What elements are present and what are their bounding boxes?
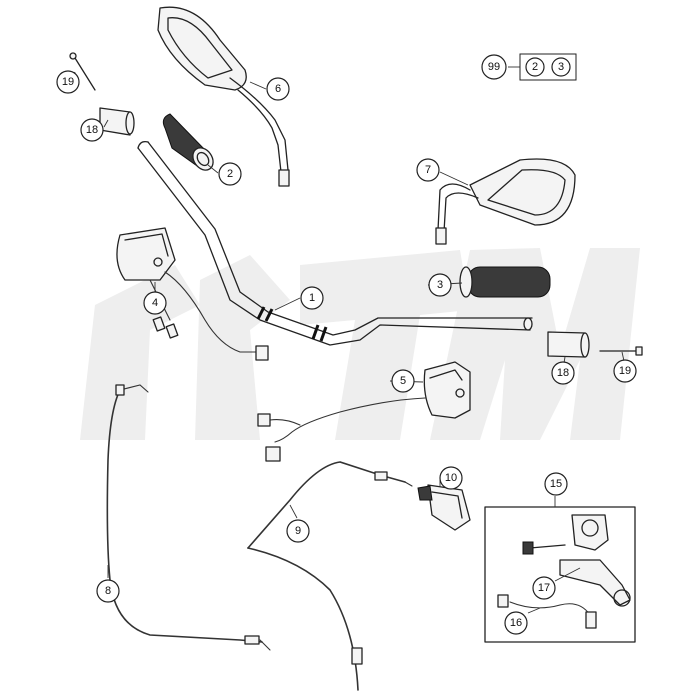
kit-reference-box: 99 2 3 (481, 53, 577, 81)
callout-17: 17 (532, 576, 556, 600)
left-handlebar-switch (116, 227, 269, 361)
right-handlebar-switch (257, 361, 471, 462)
callout-15: 15 (544, 472, 568, 496)
bar-end-screw-right (599, 346, 643, 356)
callout-9: 9 (286, 519, 310, 543)
svg-text:7: 7 (425, 164, 431, 176)
svg-text:4: 4 (152, 297, 158, 309)
svg-text:8: 8 (105, 585, 111, 597)
svg-text:15: 15 (550, 478, 562, 490)
mirror-right (435, 158, 576, 245)
svg-text:3: 3 (558, 61, 564, 73)
callout-3: 3 (428, 273, 452, 297)
callout-4: 4 (143, 291, 167, 315)
svg-text:17: 17 (538, 582, 550, 594)
svg-text:2: 2 (532, 61, 538, 73)
callout-5: 5 (391, 369, 415, 393)
kit-part-3: 3 (551, 57, 571, 77)
svg-text:2: 2 (227, 168, 233, 180)
callout-99: 99 (481, 54, 507, 80)
svg-text:18: 18 (86, 124, 98, 136)
handlebar (137, 140, 533, 346)
throttle-housing (417, 484, 471, 531)
callout-6: 6 (266, 77, 290, 101)
mirror-left (157, 6, 290, 187)
bar-end-screw-left (69, 52, 96, 91)
brake-lever-assembly-box (484, 506, 636, 643)
callout-16: 16 (504, 611, 528, 635)
throttle-cable (247, 461, 413, 691)
svg-text:16: 16 (510, 617, 522, 629)
svg-text:9: 9 (295, 525, 301, 537)
svg-text:1: 1 (309, 292, 315, 304)
bar-end-weight-right (547, 331, 590, 358)
clutch-cable (106, 384, 271, 651)
callout-18-left: 18 (80, 118, 104, 142)
svg-text:19: 19 (619, 365, 631, 377)
right-grip (459, 266, 551, 298)
svg-text:5: 5 (400, 375, 406, 387)
callout-2: 2 (218, 162, 242, 186)
svg-text:18: 18 (557, 367, 569, 379)
svg-text:6: 6 (275, 83, 281, 95)
callout-10: 10 (439, 466, 463, 490)
svg-text:19: 19 (62, 76, 74, 88)
svg-text:99: 99 (488, 61, 500, 73)
left-grip (162, 113, 214, 171)
callout-18-right: 18 (551, 361, 575, 385)
callout-8: 8 (96, 579, 120, 603)
svg-text:3: 3 (437, 279, 443, 291)
callout-19-left: 19 (56, 70, 80, 94)
callout-1: 1 (300, 286, 324, 310)
bar-end-weight-left (99, 107, 135, 136)
kit-part-2: 2 (525, 57, 545, 77)
callout-7: 7 (416, 158, 440, 182)
callout-19-right: 19 (613, 359, 637, 383)
svg-text:10: 10 (445, 472, 457, 484)
